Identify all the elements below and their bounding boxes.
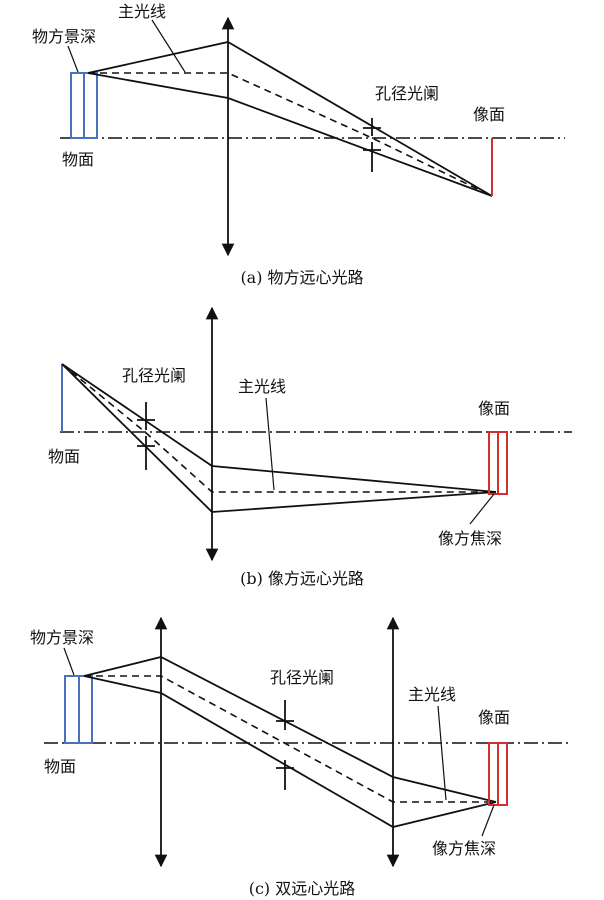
panel-b: 孔径光阑 主光线 像面 物面 像方焦深 (b) 像方远心光路	[48, 306, 572, 588]
ray-upper-b	[61, 363, 497, 493]
ray-lower-c	[83, 675, 497, 828]
caption-a: (a) 物方远心光路	[240, 268, 363, 287]
panel-a: 物方景深 主光线 孔径光阑 像面 物面 (a) 物方远心光路	[32, 2, 565, 287]
label-chief-b: 主光线	[238, 377, 286, 396]
ray-upper-a	[87, 41, 493, 197]
ray-upper-c	[83, 656, 497, 803]
chief-ray-c	[84, 675, 496, 803]
ray-lower-b	[61, 363, 497, 513]
label-stop-c: 孔径光阑	[270, 668, 334, 687]
chief-ray-a	[88, 72, 493, 197]
leader-chief-c	[437, 705, 447, 801]
label-object-b: 物面	[48, 447, 80, 466]
label-focus-c: 像方焦深	[432, 839, 496, 858]
ray-lower-a	[87, 72, 493, 197]
leader-focus-b	[469, 493, 495, 525]
leader-chief-b	[265, 397, 275, 491]
leader-depth-c	[63, 647, 75, 676]
label-chief-a: 主光线	[118, 2, 166, 21]
leader-depth-a	[67, 45, 79, 73]
label-focus-b: 像方焦深	[438, 529, 502, 548]
label-depth-a: 物方景深	[32, 27, 96, 46]
chief-ray-b	[61, 363, 496, 493]
label-image-b: 像面	[478, 399, 510, 418]
label-stop-b: 孔径光阑	[122, 366, 186, 385]
caption-b: (b) 像方远心光路	[240, 569, 364, 588]
label-image-c: 像面	[478, 708, 510, 727]
label-depth-c: 物方景深	[30, 628, 94, 647]
panel-c: 物方景深 孔径光阑 主光线 像面 物面 像方焦深 (c) 双远心光路	[30, 616, 572, 898]
label-stop-a: 孔径光阑	[375, 84, 439, 103]
label-object-a: 物面	[62, 150, 94, 169]
caption-c: (c) 双远心光路	[249, 879, 356, 898]
leader-focus-c	[481, 804, 495, 837]
leader-chief-a	[151, 19, 186, 73]
label-object-c: 物面	[44, 757, 76, 776]
label-chief-c: 主光线	[408, 685, 456, 704]
label-image-a: 像面	[473, 105, 505, 124]
